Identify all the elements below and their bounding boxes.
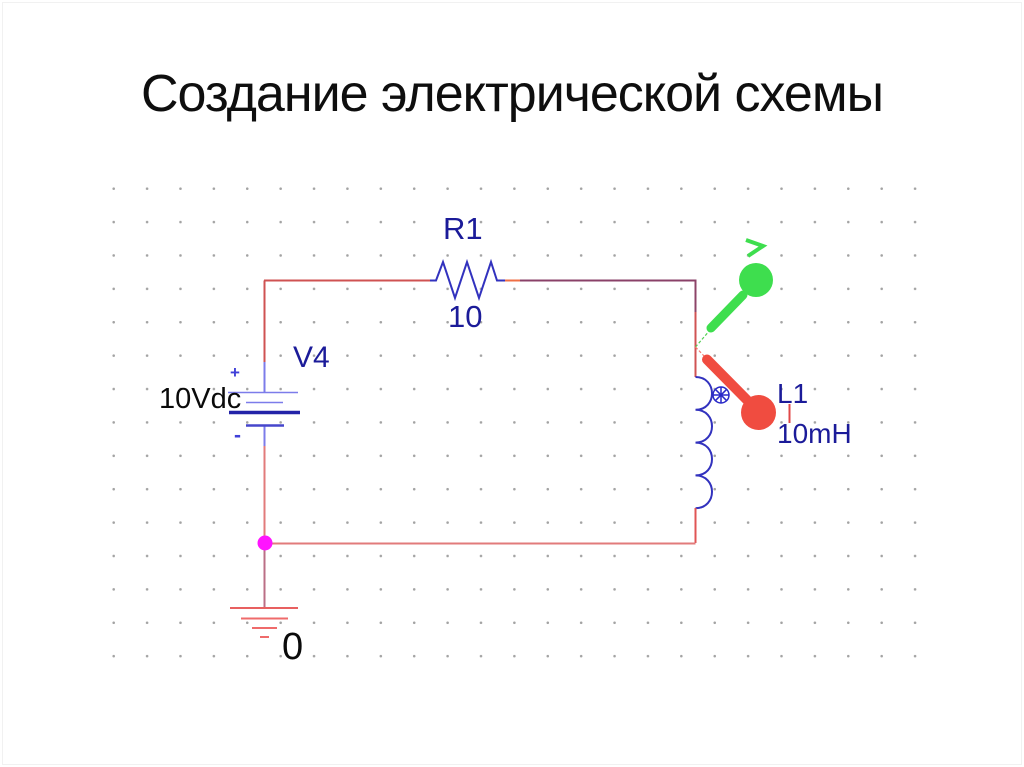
source-value-label: 10Vdc	[159, 383, 242, 415]
source-minus-sign: -	[234, 424, 241, 447]
junction-dot	[257, 535, 273, 551]
source-plus-sign: +	[230, 363, 240, 382]
resistor-ref-label: R1	[443, 211, 483, 246]
ground-node-label: 0	[282, 626, 304, 668]
inductor-ref-label: L1	[777, 378, 809, 409]
red-marker-head	[741, 395, 776, 430]
slide-title: Создание электрической схемы	[141, 65, 884, 123]
green-marker-head	[739, 263, 773, 297]
inductor-value-label: 10mH	[777, 418, 852, 449]
green-marker-stick	[706, 290, 748, 333]
circled-asterisk-icon	[712, 386, 730, 404]
source-ref-label: V4	[293, 341, 330, 374]
red-marker-stick	[702, 354, 752, 405]
green-marker-lead	[695, 329, 711, 348]
inductor-symbol	[695, 376, 713, 510]
resistor-value-label: 10	[448, 299, 483, 334]
green-marker-chevron-icon	[745, 238, 768, 258]
grid-dots	[92, 165, 918, 670]
resistor-symbol	[430, 258, 505, 302]
